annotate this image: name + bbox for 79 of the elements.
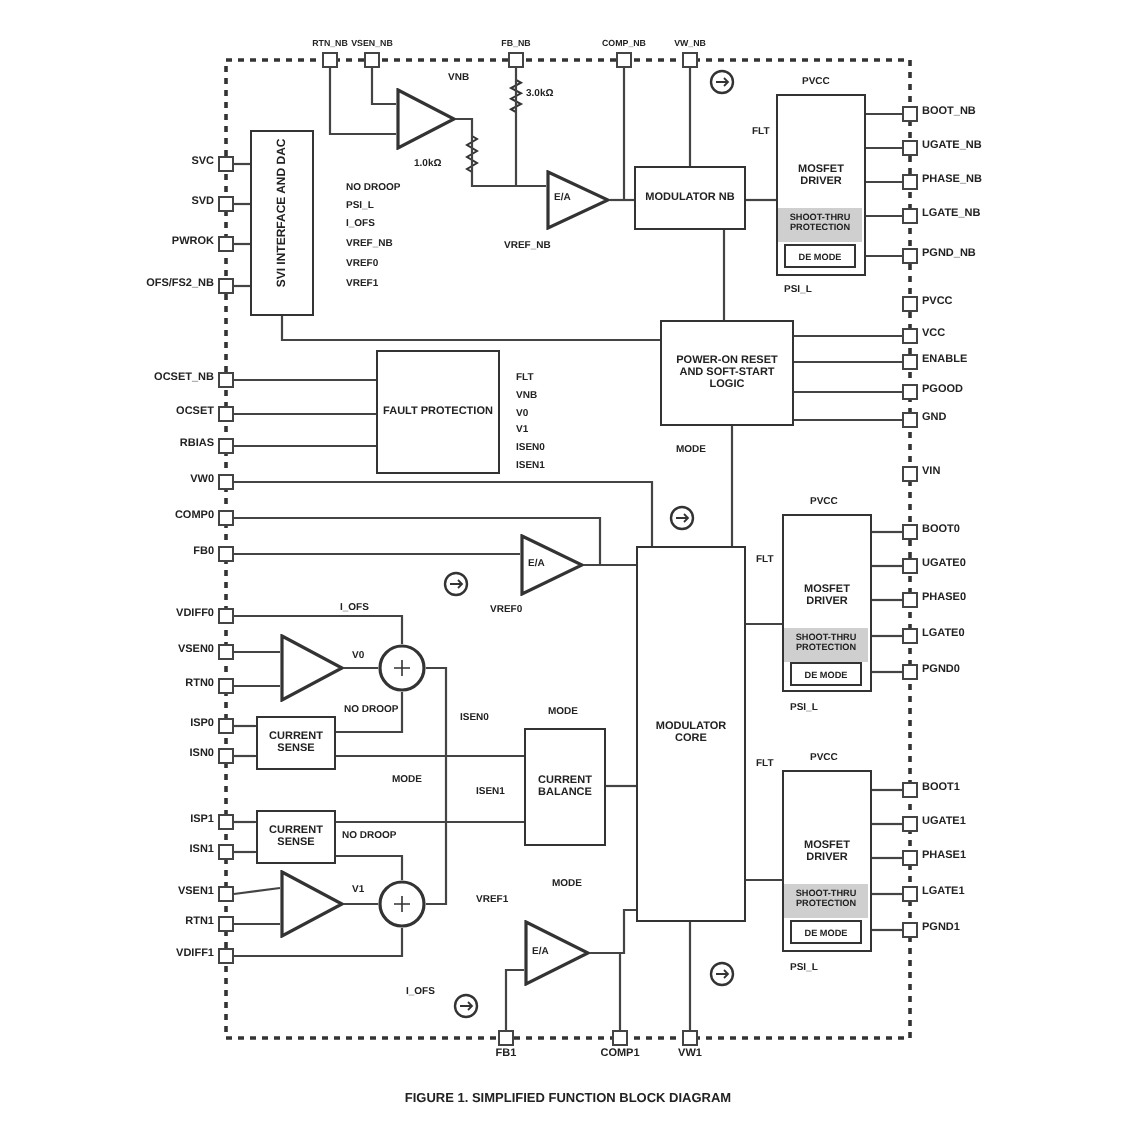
wire <box>234 928 404 958</box>
wire <box>794 418 902 422</box>
wire <box>746 622 782 626</box>
wire <box>514 68 546 188</box>
protection-band <box>784 884 868 918</box>
function-block <box>256 810 336 864</box>
wire <box>234 684 280 688</box>
wire <box>746 878 782 882</box>
mode-block <box>790 920 862 944</box>
function-block <box>636 546 746 922</box>
wire <box>504 968 524 1030</box>
wire <box>234 724 256 728</box>
wire <box>866 180 902 184</box>
wire <box>872 856 902 860</box>
wire <box>872 634 902 638</box>
wire <box>234 754 256 758</box>
function-block <box>256 716 336 770</box>
function-block <box>250 130 314 316</box>
wire <box>794 390 902 394</box>
wire <box>872 822 902 826</box>
function-block <box>634 166 746 230</box>
wire <box>688 68 692 166</box>
wire <box>328 68 396 136</box>
wire <box>234 516 602 567</box>
wire <box>722 230 726 320</box>
wire <box>234 378 376 382</box>
wire <box>872 530 902 534</box>
wire <box>872 892 902 896</box>
wire <box>336 692 404 734</box>
wire <box>234 614 404 644</box>
wire <box>234 850 256 854</box>
wire <box>688 922 692 1030</box>
wire <box>730 426 734 546</box>
wire <box>794 334 902 338</box>
wire <box>336 854 404 880</box>
wire <box>234 202 250 206</box>
wire <box>606 784 636 788</box>
driver-block <box>782 770 872 952</box>
wire <box>234 162 250 166</box>
wire <box>234 242 250 246</box>
wire <box>344 666 378 670</box>
wire <box>872 788 902 792</box>
wire <box>426 666 448 906</box>
protection-band <box>778 208 862 242</box>
wire <box>872 670 902 674</box>
wire <box>370 68 396 106</box>
function-block <box>660 320 794 426</box>
function-block <box>376 350 500 474</box>
driver-block <box>776 94 866 276</box>
wire <box>344 902 378 906</box>
wire <box>234 444 376 448</box>
protection-band <box>784 628 868 662</box>
wire <box>234 412 376 416</box>
driver-block <box>782 514 872 692</box>
wire <box>794 360 902 364</box>
wire <box>234 480 654 546</box>
wire <box>234 650 280 654</box>
mode-block <box>790 662 862 686</box>
wire <box>336 754 524 758</box>
wire <box>872 928 902 932</box>
wire <box>866 254 902 258</box>
wire <box>233 886 281 896</box>
wire <box>746 198 776 202</box>
wire <box>622 68 634 202</box>
wire <box>866 214 902 218</box>
wire <box>234 820 256 824</box>
wire <box>590 951 622 1030</box>
wire <box>866 146 902 150</box>
wire <box>336 820 524 824</box>
mode-block <box>784 244 856 268</box>
wire <box>234 922 280 926</box>
wire <box>872 564 902 568</box>
wire <box>872 598 902 602</box>
wire <box>866 112 902 116</box>
wire <box>234 552 520 556</box>
wire <box>234 284 250 288</box>
wire <box>280 316 660 342</box>
function-block <box>524 728 606 846</box>
wire <box>584 563 636 567</box>
